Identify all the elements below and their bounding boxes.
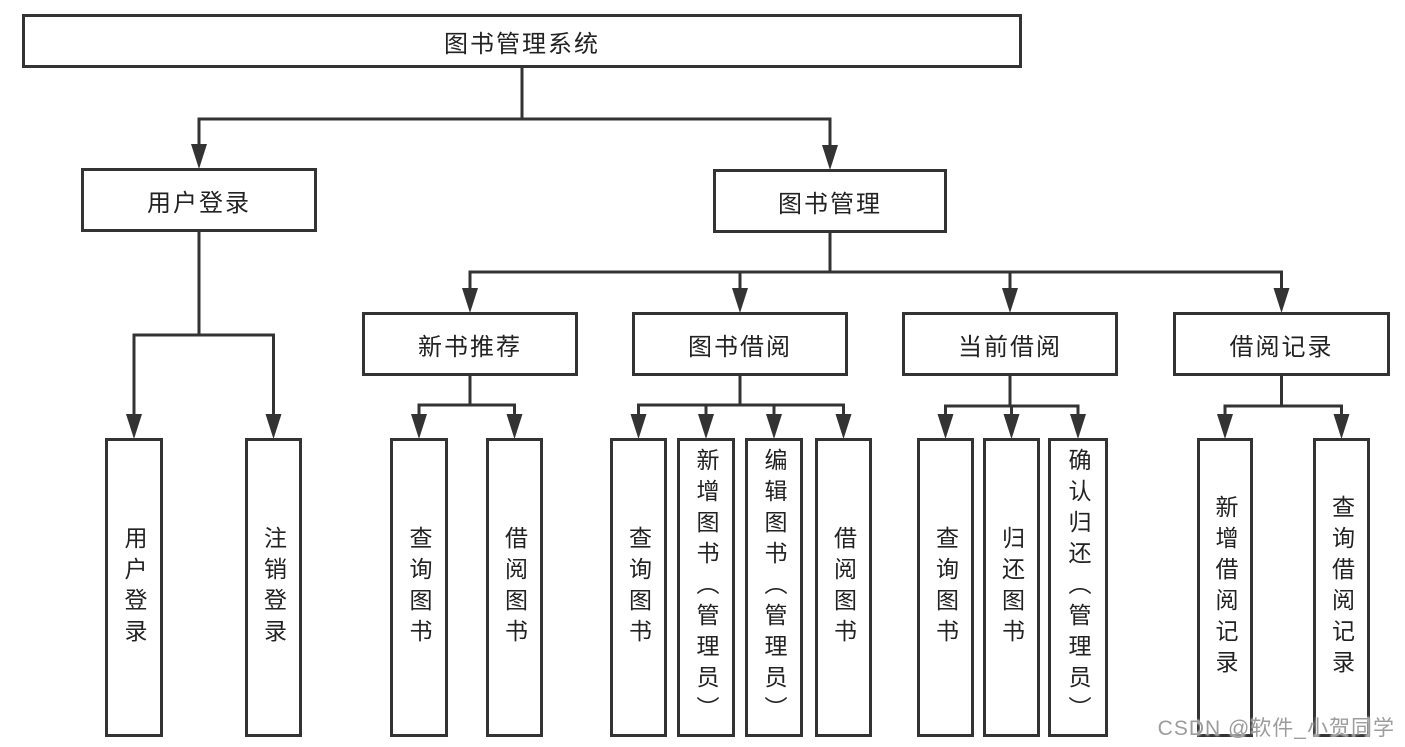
node-login-user: 用户登录 bbox=[105, 438, 163, 737]
node-label-login-logout: 注销登录 bbox=[260, 525, 287, 650]
node-label-current-borrow: 当前借阅 bbox=[958, 333, 1062, 361]
node-login-logout: 注销登录 bbox=[245, 438, 302, 737]
arrow-login-logout bbox=[265, 414, 282, 439]
arrow-borrow-lend bbox=[835, 414, 852, 439]
arrow-new-books bbox=[462, 288, 478, 313]
node-label-borrow-lend: 借阅图书 bbox=[830, 525, 857, 650]
node-borrow-query: 查询图书 bbox=[610, 438, 667, 737]
node-book-borrow: 图书借阅 bbox=[632, 312, 848, 376]
arrow-book-borrow bbox=[732, 288, 748, 313]
node-current-query: 查询图书 bbox=[917, 438, 974, 737]
watermark: CSDN @软件_小贺同学 bbox=[1157, 717, 1395, 740]
node-label-newbooks-borrow: 借阅图书 bbox=[501, 525, 528, 650]
node-current-return: 归还图书 bbox=[983, 438, 1040, 737]
node-newbooks-borrow: 借阅图书 bbox=[486, 438, 543, 737]
node-label-current-query: 查询图书 bbox=[932, 525, 959, 650]
node-label-borrow-query: 查询图书 bbox=[625, 525, 652, 650]
node-current-borrow: 当前借阅 bbox=[902, 312, 1118, 376]
node-label-new-books: 新书推荐 bbox=[418, 333, 522, 361]
node-records-add: 新增借阅记录 bbox=[1197, 438, 1253, 737]
node-label-current-confirm: 确认归还（管理员） bbox=[1065, 448, 1091, 727]
arrow-newbooks-query bbox=[411, 414, 427, 439]
node-root: 图书管理系统 bbox=[22, 14, 1022, 68]
arrow-login bbox=[191, 144, 207, 169]
node-current-confirm: 确认归还（管理员） bbox=[1048, 438, 1108, 737]
arrow-borrow-query bbox=[630, 414, 647, 439]
node-borrow-edit: 编辑图书（管理员） bbox=[745, 438, 803, 737]
node-label-root: 图书管理系统 bbox=[444, 30, 600, 58]
node-login: 用户登录 bbox=[81, 168, 317, 232]
arrow-login-user bbox=[126, 414, 142, 439]
arrow-mgmt bbox=[822, 145, 838, 170]
node-newbooks-query: 查询图书 bbox=[390, 438, 448, 737]
node-records-query: 查询借阅记录 bbox=[1313, 438, 1370, 737]
arrow-current-borrow bbox=[1002, 288, 1018, 313]
node-label-borrow-edit: 编辑图书（管理员） bbox=[761, 448, 787, 727]
node-label-book-borrow: 图书借阅 bbox=[688, 333, 792, 361]
node-label-records-query: 查询借阅记录 bbox=[1328, 494, 1355, 681]
node-new-books: 新书推荐 bbox=[362, 312, 578, 376]
arrow-borrow-records bbox=[1273, 288, 1290, 313]
arrow-current-confirm bbox=[1070, 414, 1086, 439]
node-borrow-records: 借阅记录 bbox=[1173, 312, 1390, 376]
arrow-current-return bbox=[1003, 414, 1020, 439]
node-label-newbooks-query: 查询图书 bbox=[406, 525, 432, 650]
arrow-current-query bbox=[937, 414, 954, 439]
node-label-borrow-add: 新增图书（管理员） bbox=[693, 448, 719, 727]
node-label-current-return: 归还图书 bbox=[998, 525, 1025, 650]
arrow-records-query bbox=[1333, 414, 1350, 439]
node-borrow-add: 新增图书（管理员） bbox=[677, 438, 735, 737]
node-label-records-add: 新增借阅记录 bbox=[1212, 494, 1238, 681]
arrow-newbooks-borrow bbox=[506, 414, 523, 439]
arrow-borrow-edit bbox=[766, 414, 782, 439]
arrow-borrow-add bbox=[698, 414, 714, 439]
node-mgmt: 图书管理 bbox=[713, 169, 947, 233]
node-borrow-lend: 借阅图书 bbox=[815, 438, 872, 737]
node-label-mgmt: 图书管理 bbox=[778, 190, 882, 218]
node-label-borrow-records: 借阅记录 bbox=[1229, 333, 1334, 361]
node-label-login: 用户登录 bbox=[147, 189, 251, 217]
node-label-login-user: 用户登录 bbox=[121, 525, 147, 650]
arrow-records-add bbox=[1217, 414, 1233, 439]
